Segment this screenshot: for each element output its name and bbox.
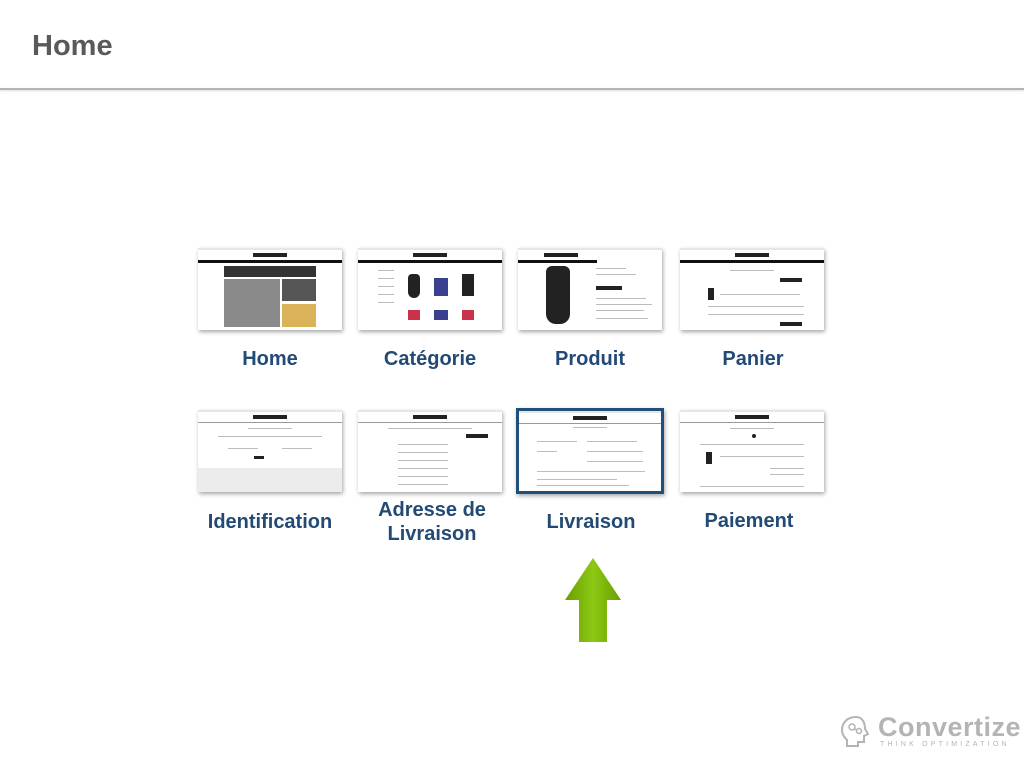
step-label-livraison: Livraison (546, 511, 636, 533)
current-step-arrow-icon (565, 558, 621, 642)
thumb-produit[interactable] (518, 248, 662, 330)
thumb-identification[interactable] (198, 410, 342, 492)
title-bar: Home (0, 0, 1024, 88)
thumb-panier[interactable] (680, 248, 824, 330)
thumb-paiement[interactable] (680, 410, 824, 492)
thumb-livraison-current[interactable] (516, 408, 664, 494)
thumb-adresse-livraison[interactable] (358, 410, 502, 492)
brain-head-icon (840, 715, 870, 747)
thumb-categorie[interactable] (358, 248, 502, 330)
brand-logo: Convertize THINK OPTIMIZATION (838, 712, 1021, 752)
thumb-home[interactable] (198, 248, 342, 330)
step-label-adresse-livraison: Adresse de Livraison (378, 499, 486, 545)
step-label-home: Home (242, 348, 298, 370)
brand-tagline: THINK OPTIMIZATION (880, 741, 1010, 748)
page-title: Home (32, 30, 113, 62)
step-label-produit: Produit (555, 348, 625, 370)
step-label-identification: Identification (207, 511, 333, 533)
step-label-categorie: Catégorie (383, 348, 477, 370)
brand-name: Convertize (878, 712, 1022, 742)
title-divider (0, 88, 1024, 90)
step-label-paiement: Paiement (704, 510, 794, 532)
step-label-panier: Panier (722, 348, 784, 370)
